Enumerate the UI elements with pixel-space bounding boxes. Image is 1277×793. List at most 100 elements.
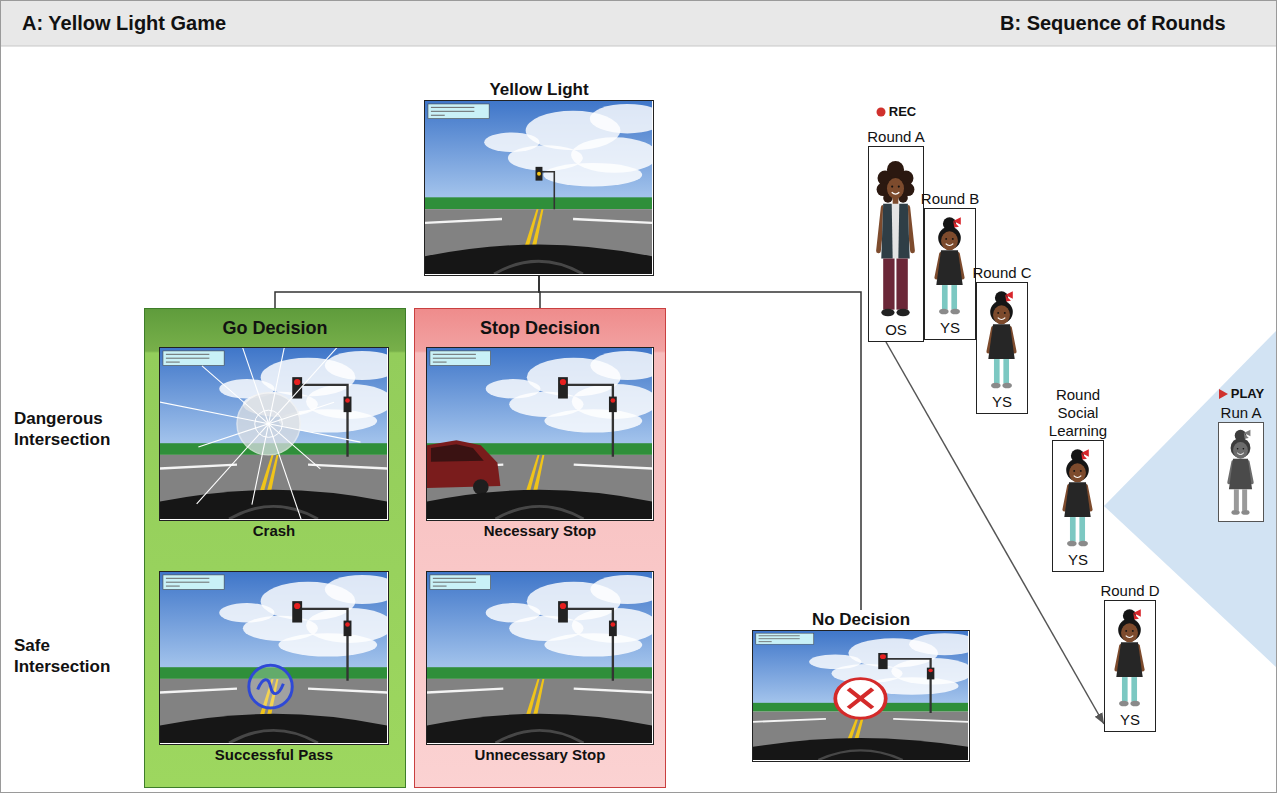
road [160,455,387,519]
scene-frame [752,630,970,762]
shirt [881,204,909,259]
panel-heading: Go Decision [145,309,405,339]
cloud [486,603,541,622]
signal-lamp [537,172,541,176]
row-label: Dangerous Intersection [14,409,110,449]
label-line: Safe Intersection [14,635,139,677]
label-group: REC [876,104,916,120]
shoe [1130,701,1139,707]
player-figure [925,209,974,319]
signal-box [558,377,568,398]
player-role: YS [1068,550,1088,571]
grass [427,667,652,679]
leg [1131,677,1137,702]
hud-box [430,351,491,366]
play-triangle-shape [1219,389,1228,399]
crack [252,424,269,505]
dress [936,250,962,285]
eye [1243,448,1245,450]
branch-line [275,276,539,308]
dashboard [753,738,968,760]
shoe [991,383,1000,389]
hud-line [431,107,474,108]
leg [1003,359,1009,384]
round-label: Round B [910,190,990,208]
hair-bow [1005,291,1013,301]
hud-box [163,575,224,590]
face [1069,463,1086,482]
driving-scene [753,631,968,760]
signal-lamp [345,622,350,627]
stop-line [308,689,387,693]
round-label: Round C [962,264,1042,282]
smile [946,244,954,246]
player-box: Round AOS [868,128,924,342]
signal-box [292,601,302,622]
round-label: Round Social Learning [1042,386,1114,440]
hud-line [433,586,447,587]
player-role: YS [940,318,960,339]
decision-panel: Stop DecisionNecessary StopUnnecessary S… [414,308,666,788]
label-line: PLAY [1218,386,1264,402]
signal-box [558,601,568,622]
hud-line [166,354,209,355]
scene-box: Crash [159,347,389,541]
signal-lamp [611,398,616,403]
hud-box [430,575,491,590]
signal-lamp [560,603,566,609]
steering-wheel [818,750,902,760]
pants [883,259,894,310]
player-box: Round Social LearningYS [1052,386,1104,572]
smile [1074,476,1082,478]
stop-line [425,219,502,223]
eye [898,186,900,188]
label-line: REC [876,104,916,120]
dress [988,324,1014,359]
signal-lamp [560,379,566,385]
dashboard [427,714,652,743]
label-group: A: Yellow Light Game [22,11,226,35]
cloud [590,575,652,604]
leg [1070,517,1076,542]
signal-box [536,167,543,181]
hud-line [433,354,476,355]
round-label: Round A [856,128,936,146]
pass-symbol [249,665,292,708]
cloud [278,633,377,656]
stop-line [753,719,826,722]
hud-line [433,362,447,363]
player-box: Run A [1218,404,1264,522]
steering-wheel [495,730,583,743]
hair [887,161,904,178]
shoe [1241,510,1249,515]
cloud [543,163,642,187]
steering-wheel [495,506,583,519]
scene-caption: Crash [159,521,389,541]
crack [269,402,335,424]
panel-title: B: Sequence of Rounds [1000,12,1226,34]
leg [1242,489,1247,511]
vest [898,204,909,259]
dress [1064,482,1090,517]
scene-caption: Unnecessary Stop [426,745,654,765]
playback-beam [1104,330,1277,668]
cloud [909,633,968,655]
signal-lamp [345,398,350,403]
scene-caption: Successful Pass [159,745,389,765]
stop-line [573,219,652,223]
hud-line [166,582,209,583]
dress [1116,642,1142,677]
signal-box [344,397,352,413]
leg [1234,489,1239,511]
hair [938,227,961,250]
hair-bow [953,217,961,227]
vest [881,204,892,259]
eye [1073,470,1075,472]
signal-pole [564,609,613,681]
crack [269,348,344,424]
crack [198,424,268,447]
eye [1237,448,1239,450]
leg [994,359,1000,384]
signal-lamp [611,622,616,627]
